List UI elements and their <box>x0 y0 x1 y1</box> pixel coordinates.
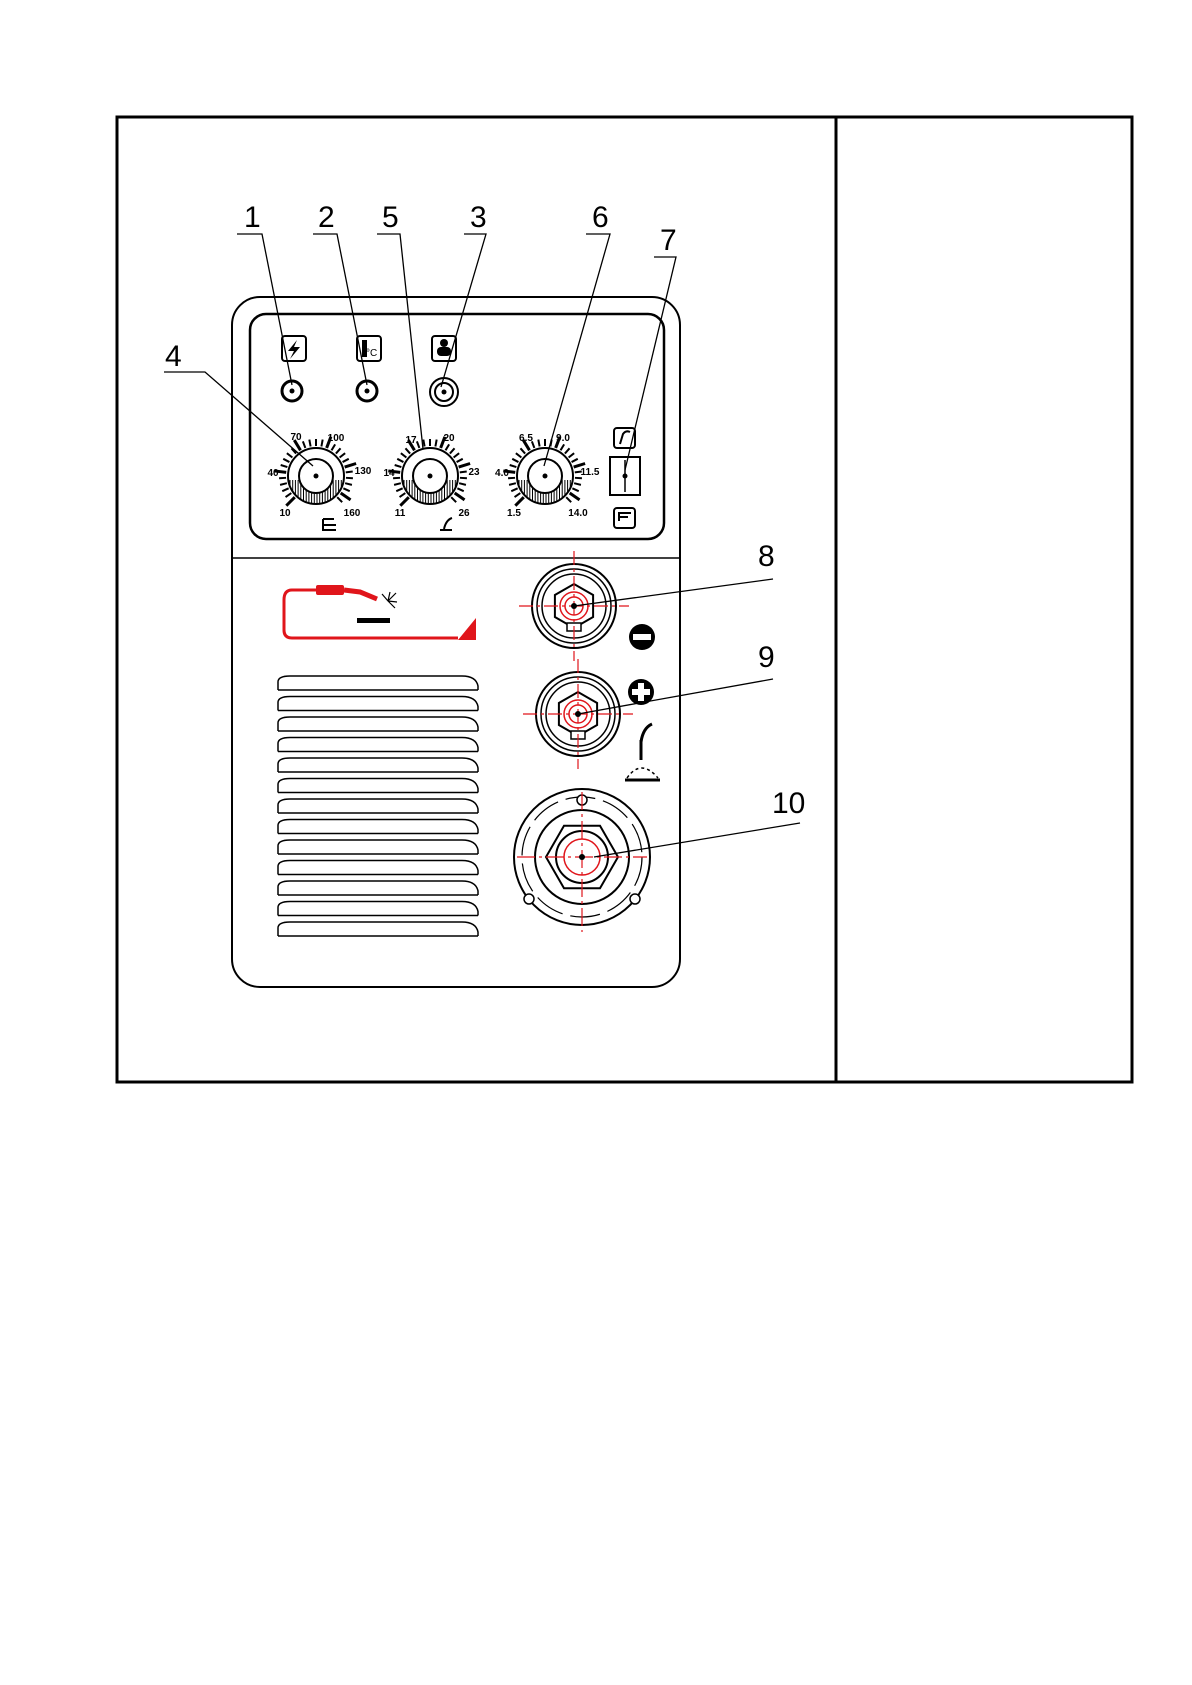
euro-screw <box>630 894 640 904</box>
callout-7: 7 <box>660 224 677 257</box>
callout-1: 1 <box>244 201 261 234</box>
workpiece <box>357 618 390 623</box>
current-knob-center <box>314 474 319 479</box>
voltage-knob-tick <box>435 440 436 447</box>
wire-speed-knob-center <box>543 474 548 479</box>
louver-slat <box>278 922 478 936</box>
wire-speed-scale-label: 11.5 <box>581 467 600 478</box>
thermal-unit: °C <box>366 348 377 359</box>
voltage-knob-tick <box>423 440 424 447</box>
louver-slat <box>278 738 478 752</box>
minus-icon <box>629 624 655 650</box>
callout-10: 10 <box>772 787 805 820</box>
callout-4: 4 <box>165 340 182 373</box>
power-lamp-center <box>290 389 295 394</box>
gas-icon-top <box>440 339 448 347</box>
louver-slat <box>278 758 478 772</box>
wire-speed-scale-label: 14.0 <box>568 508 588 519</box>
current-scale-label: 130 <box>355 466 372 477</box>
current-scale-label: 40 <box>267 468 279 479</box>
current-scale-label: 10 <box>279 508 291 519</box>
euro-screw <box>524 894 534 904</box>
voltage-scale-label: 26 <box>458 508 470 519</box>
current-scale-label: 100 <box>328 433 345 444</box>
louver-slat <box>278 676 478 690</box>
louver-slat <box>278 717 478 731</box>
louver-slat <box>278 840 478 854</box>
torch-mode-icon <box>614 428 635 448</box>
mode-switch[interactable] <box>610 428 640 528</box>
current-scale-label: 70 <box>290 432 302 443</box>
current-knob-tick <box>309 440 310 447</box>
current-knob-tick <box>346 472 353 473</box>
voltage-knob-tick <box>460 472 467 473</box>
louver-slat <box>278 902 478 916</box>
louver-slat <box>278 861 478 875</box>
louver-slat <box>278 779 478 793</box>
current-knob-tick <box>321 440 322 447</box>
voltage-scale-label: 20 <box>443 433 455 444</box>
current-scale-label: 160 <box>344 508 361 519</box>
euro-center <box>579 854 585 860</box>
louver-slat <box>278 799 478 813</box>
wire-speed-scale-label: 1.5 <box>507 508 521 519</box>
callout-8: 8 <box>758 540 775 573</box>
callout-2: 2 <box>318 201 335 234</box>
torch-handle <box>316 585 344 595</box>
voltage-knob-center <box>428 474 433 479</box>
wire-speed-scale-label: 9.0 <box>556 433 570 444</box>
wire-speed-scale-label: 6.5 <box>519 433 533 444</box>
louver-slat <box>278 881 478 895</box>
voltage-scale-label: 11 <box>395 508 406 519</box>
voltage-scale-label: 23 <box>468 467 480 478</box>
thermal-lamp-center <box>365 389 370 394</box>
louver-slat <box>278 820 478 834</box>
voltage-scale-label: 14 <box>383 468 395 479</box>
gas-icon-body <box>437 347 451 356</box>
callout-6: 6 <box>592 201 609 234</box>
callout-5: 5 <box>382 201 399 234</box>
callout-9: 9 <box>758 641 775 674</box>
callout-3: 3 <box>470 201 487 234</box>
voltage-scale-label: 17 <box>405 435 417 446</box>
wire-speed-knob-tick <box>538 440 539 447</box>
louver-slat <box>278 697 478 711</box>
gas-button-center <box>442 390 447 395</box>
mode-switch-center <box>623 474 628 479</box>
wire-speed-scale-label: 4.0 <box>495 468 509 479</box>
